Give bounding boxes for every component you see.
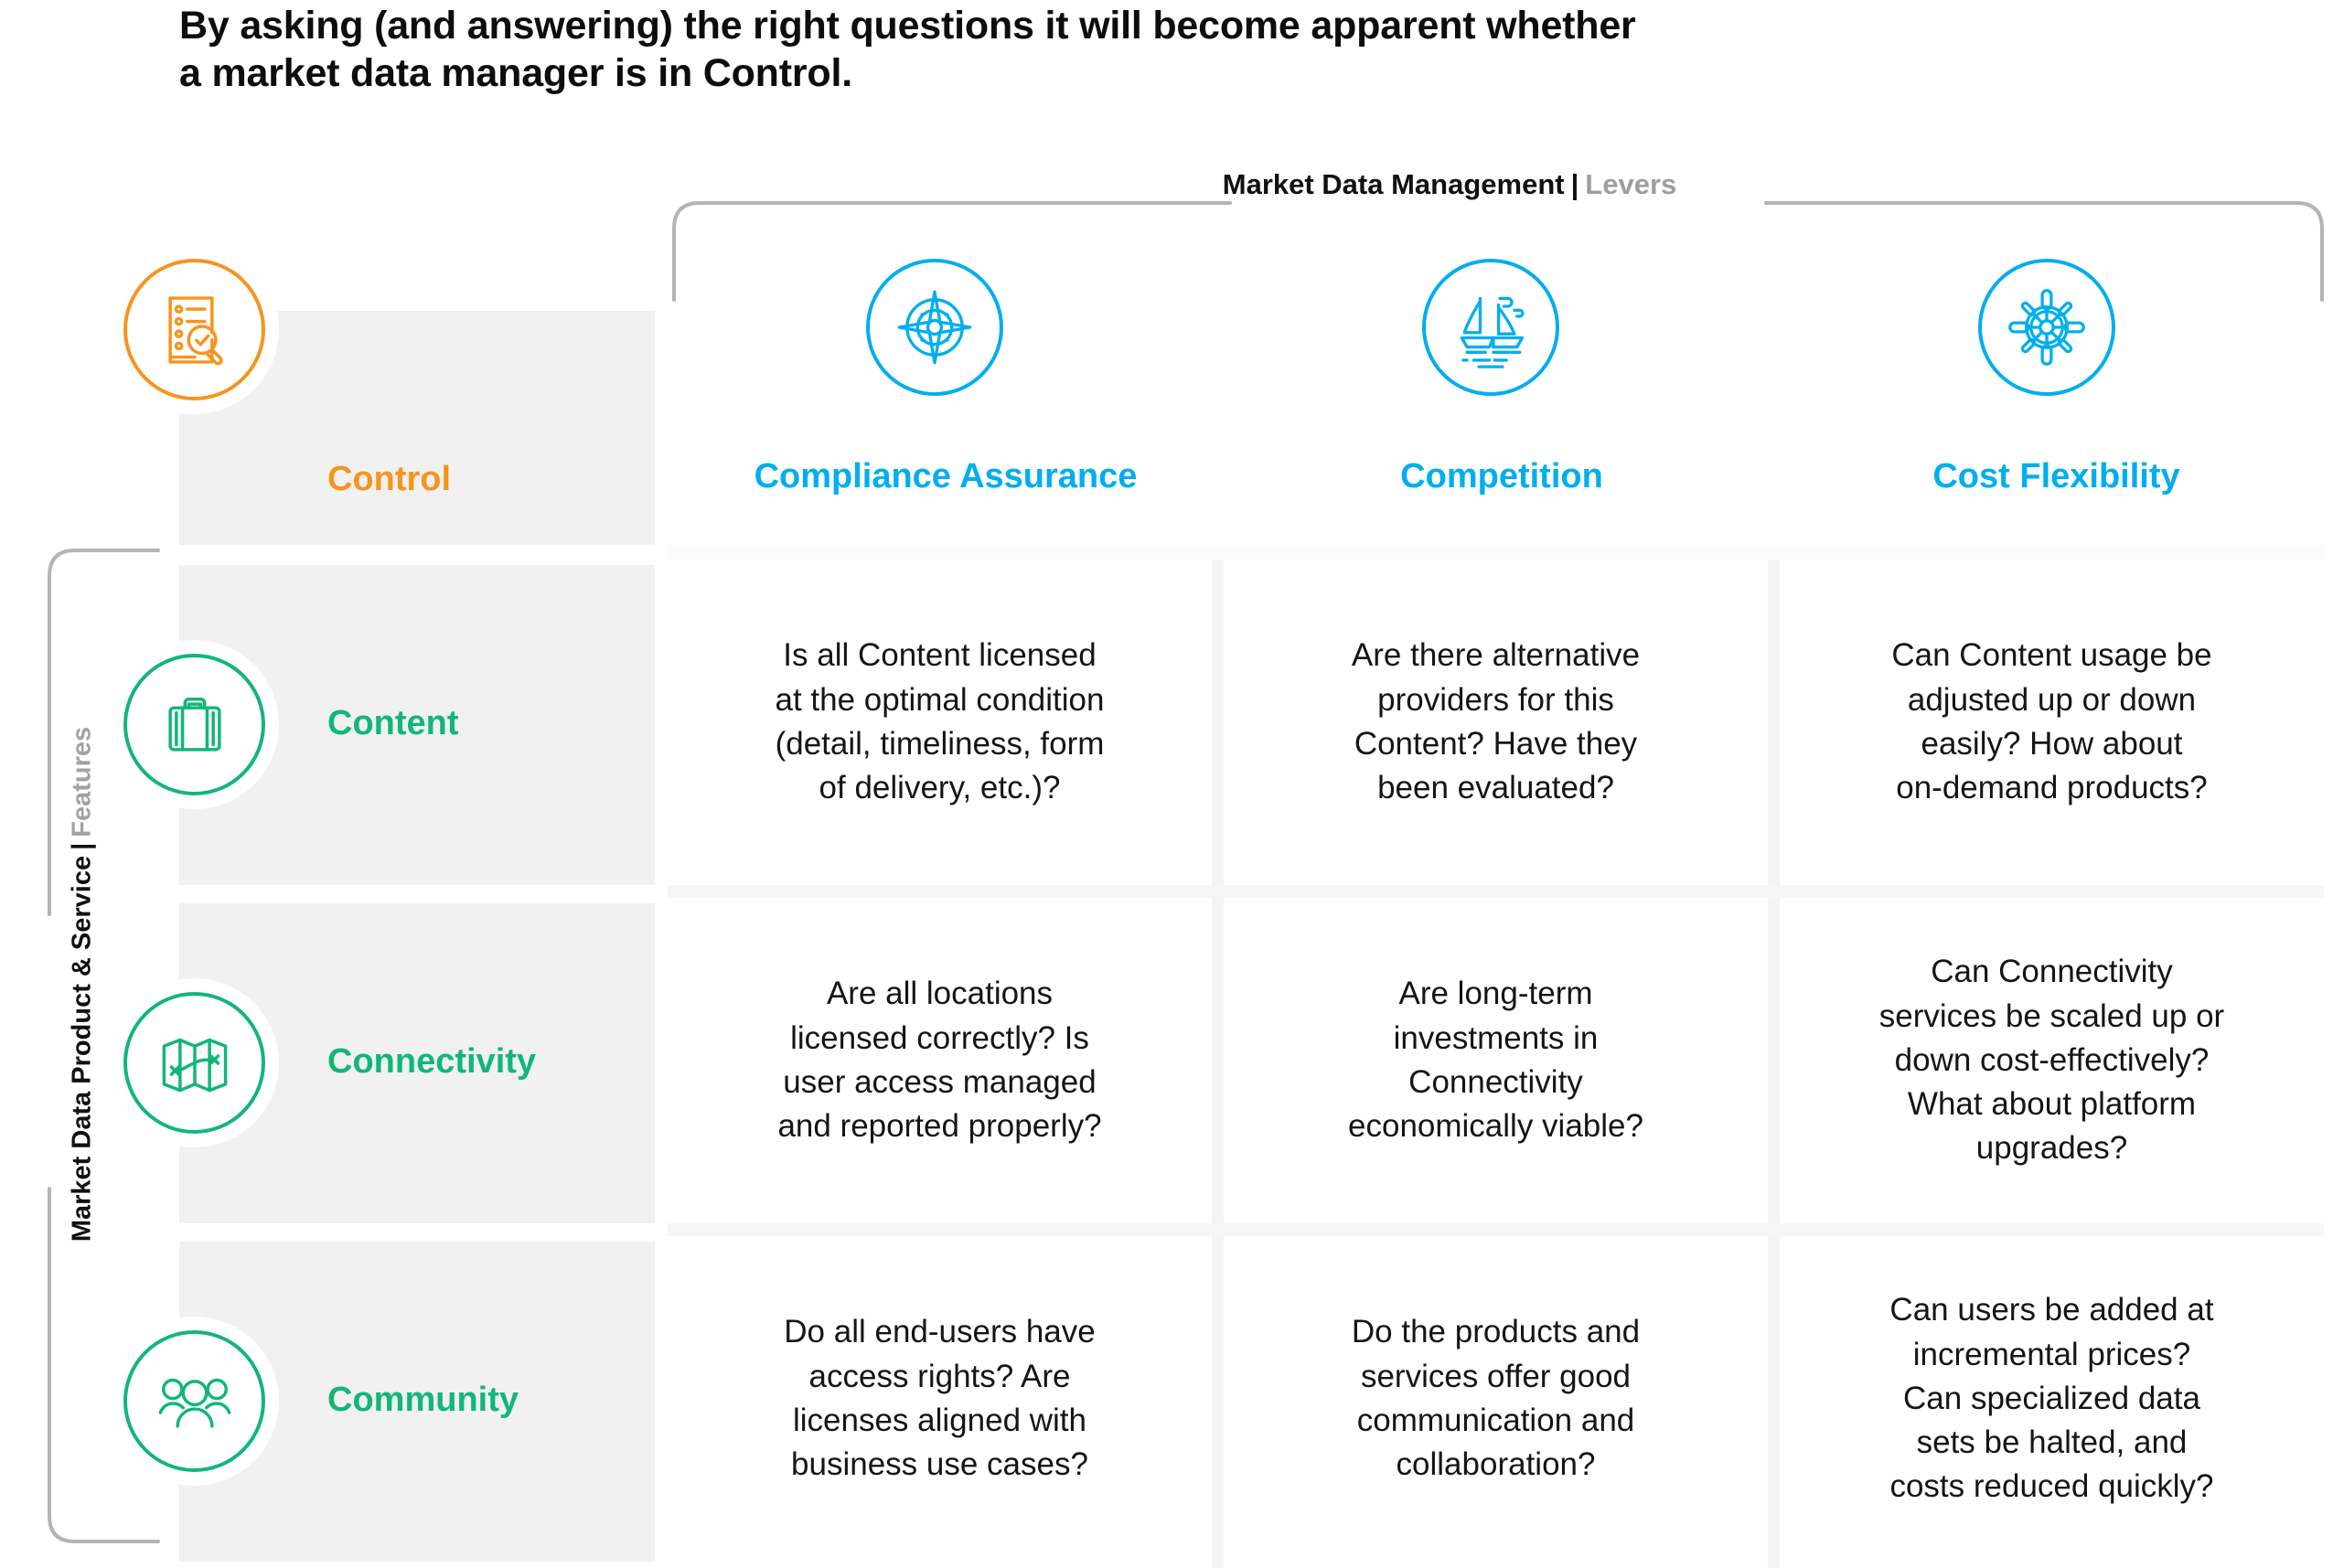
levers-primary-text: Market Data Management <box>1222 168 1565 200</box>
levers-separator: | <box>1570 168 1579 200</box>
features-separator: | <box>67 842 97 850</box>
people-group-icon <box>123 1330 265 1472</box>
cell-text: Can Content usage be adjusted up or down… <box>1891 637 2212 806</box>
row-label-connectivity: Connectivity <box>327 1042 537 1081</box>
features-bracket-label: Market Data Product & Service | Features <box>68 509 98 1460</box>
row-divider-1 <box>668 885 2324 898</box>
folded-map-icon <box>123 992 265 1134</box>
cell-text: Do all end-users have access rights? Are… <box>784 1314 1096 1483</box>
column-header-cost-flexibility: Cost Flexibility <box>1932 457 2180 496</box>
levers-bracket-label: Market Data Management|Levers <box>1102 168 1797 201</box>
column-divider-2 <box>1768 560 1780 1568</box>
header-divider <box>668 545 2324 560</box>
briefcase-icon <box>123 654 265 795</box>
levers-secondary-text: Levers <box>1585 168 1677 200</box>
table-cell: Can Connectivity services be scaled up o… <box>1780 898 2324 1223</box>
cell-text: Do the products and services offer good … <box>1351 1314 1641 1483</box>
corner-label: Control <box>327 460 452 498</box>
sailboats-icon <box>1422 259 1559 396</box>
table-cell: Are long-term investments in Connectivit… <box>1224 898 1768 1223</box>
table-cell: Can Content usage be adjusted up or down… <box>1780 560 2324 885</box>
features-primary-text: Market Data Product & Service <box>67 855 97 1243</box>
table-cell: Are all locations licensed correctly? Is… <box>668 898 1212 1223</box>
cell-text: Can Connectivity services be scaled up o… <box>1878 954 2225 1167</box>
cell-text: Are long-term investments in Connectivit… <box>1348 976 1643 1145</box>
row-divider-2 <box>668 1223 2324 1236</box>
ships-wheel-icon <box>1978 259 2115 396</box>
cell-text: Is all Content licensed at the optimal c… <box>775 637 1105 806</box>
page-title: By asking (and answering) the right ques… <box>179 4 1636 96</box>
features-secondary-text: Features <box>67 726 97 837</box>
row-label-content: Content <box>327 704 459 742</box>
table-cell: Is all Content licensed at the optimal c… <box>668 560 1212 885</box>
table-cell: Do the products and services offer good … <box>1224 1236 1768 1562</box>
cell-text: Can users be added at incremental prices… <box>1889 1292 2214 1505</box>
table-cell: Can users be added at incremental prices… <box>1780 1236 2324 1562</box>
column-header-competition: Competition <box>1400 457 1603 496</box>
column-divider-1 <box>1212 560 1224 1568</box>
table-cell: Do all end-users have access rights? Are… <box>668 1236 1212 1562</box>
clipboard-magnifier-icon <box>123 259 265 400</box>
cell-text: Are there alternative providers for this… <box>1351 637 1641 806</box>
table-cell: Are there alternative providers for this… <box>1224 560 1768 885</box>
cell-text: Are all locations licensed correctly? Is… <box>777 976 1102 1145</box>
compass-rose-icon <box>866 259 1003 396</box>
column-header-compliance-assurance: Compliance Assurance <box>754 457 1138 496</box>
row-label-community: Community <box>327 1381 519 1419</box>
